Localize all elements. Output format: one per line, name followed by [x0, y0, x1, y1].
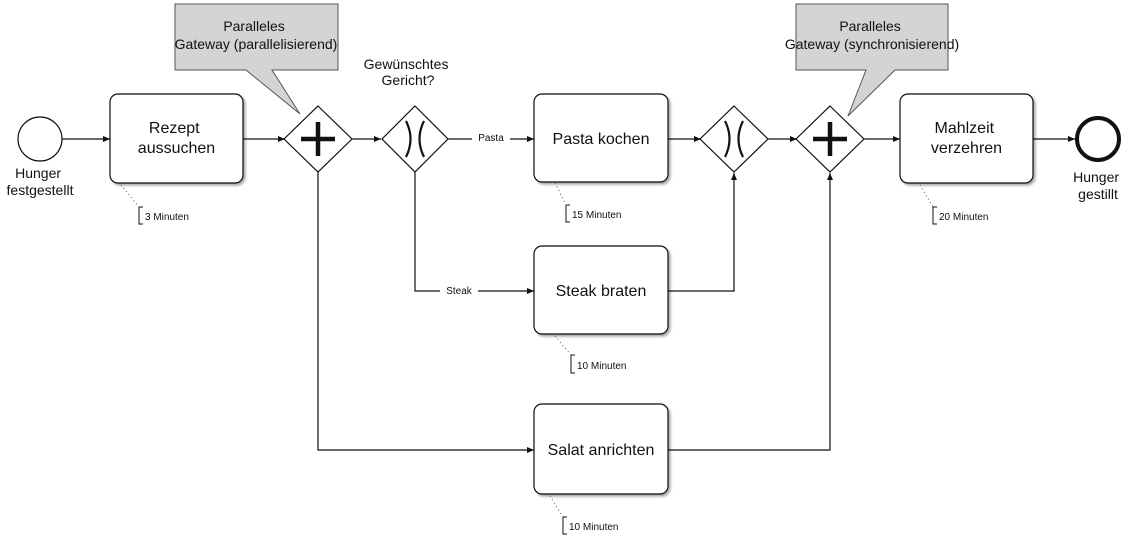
duration-rezept: 3 Minuten [145, 212, 189, 223]
gateway-question-label: Gewünschtes Gericht? [364, 56, 453, 88]
callout-parallel-split: Paralleles Gateway (parallelisierend) [174, 3, 339, 115]
callout-parallel-join: Paralleles Gateway (synchronisierend) [785, 3, 959, 117]
flow-label-pasta-bg [472, 131, 510, 145]
exclusive-gateway-split [381, 105, 449, 173]
duration-connectors [120, 182, 934, 518]
task-mahlzeit-label: Mahlzeit verzehren [931, 120, 1002, 157]
task-salat-anrichten: Salat anrichten [533, 403, 669, 495]
parallel-gateway-join [795, 105, 865, 173]
task-steak-label: Steak braten [556, 283, 647, 300]
flow-steak-to-xorjoin [668, 173, 737, 292]
flow-xor-to-steak [414, 172, 534, 294]
task-pasta-kochen: Pasta kochen [533, 93, 669, 183]
duration-pasta: 15 Minuten [572, 210, 621, 221]
end-event-label: Hunger gestillt [1073, 169, 1123, 202]
svg-text:Paralleles Gateway (sync: Paralleles Gateway (synchronisierend) [785, 18, 959, 52]
duration-steak: 10 Minuten [577, 361, 626, 372]
flow-salat-to-join [668, 173, 833, 451]
duration-annotations [138, 204, 937, 535]
task-rezept-aussuchen: Rezept aussuchen [109, 93, 244, 184]
sequence-flows [62, 136, 1075, 453]
task-pasta-label: Pasta kochen [553, 131, 650, 148]
svg-text:Paralleles Gateway (para: Paralleles Gateway (parallelisierend) [175, 18, 338, 52]
flow-label-steak-bg [440, 284, 478, 298]
task-mahlzeit-verzehren: Mahlzeit verzehren [899, 93, 1034, 184]
flow-label-pasta: Pasta [478, 133, 504, 144]
end-event [1075, 116, 1121, 162]
task-steak-braten: Steak braten [533, 245, 669, 335]
start-event-label: Hunger festgestellt [7, 165, 74, 198]
task-salat-label: Salat anrichten [548, 442, 655, 459]
flow-label-steak: Steak [446, 286, 473, 297]
exclusive-gateway-join [699, 105, 769, 173]
duration-mahlzeit: 20 Minuten [939, 212, 988, 223]
parallel-gateway-split [283, 105, 353, 173]
duration-salat: 10 Minuten [569, 522, 618, 533]
start-event [17, 116, 63, 162]
task-rezept-label: Rezept aussuchen [138, 120, 215, 157]
flow-split-to-salat [317, 172, 534, 453]
